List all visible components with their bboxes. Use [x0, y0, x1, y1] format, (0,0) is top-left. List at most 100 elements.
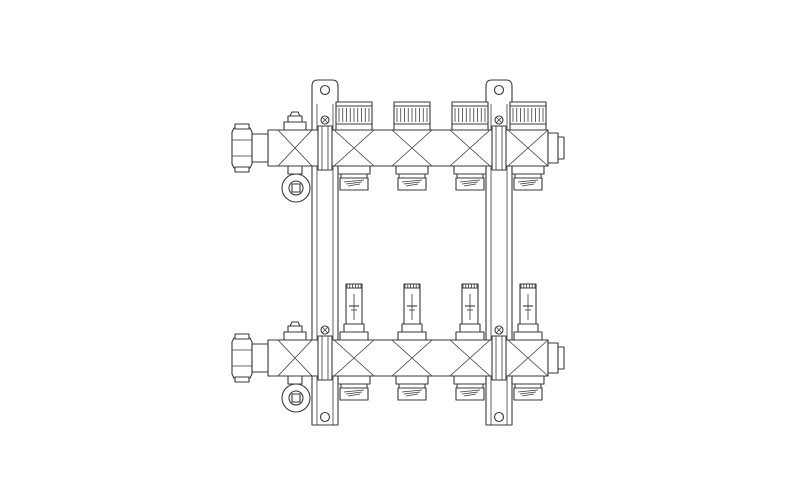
outlet-1 — [333, 101, 375, 191]
meter-collar — [459, 323, 481, 333]
thread-line — [403, 181, 421, 185]
bar-cross — [277, 129, 313, 167]
bracket-clamp — [491, 325, 507, 381]
connector-collar — [511, 375, 545, 385]
connector-collar — [453, 165, 487, 175]
nut-neck — [251, 133, 269, 163]
connector-collar — [453, 375, 487, 385]
connector-collar — [337, 165, 371, 175]
bar-cross — [277, 339, 313, 377]
drain-cap — [288, 180, 304, 196]
outlet-4 — [507, 283, 549, 401]
meter-top — [461, 283, 479, 289]
thread-line — [401, 179, 423, 183]
vent-cap — [287, 325, 303, 333]
valve-cap-top — [509, 101, 547, 107]
outlet-3 — [449, 283, 491, 401]
connector-thread — [513, 387, 543, 401]
air-vent-icon — [283, 111, 307, 131]
connector-thread — [513, 177, 543, 191]
valve-base — [451, 123, 489, 131]
union-nut-icon — [231, 123, 253, 173]
valve-cap-top — [451, 101, 489, 107]
thread-line — [463, 393, 477, 397]
outlet-cross — [449, 339, 491, 377]
connector-thread — [455, 387, 485, 401]
thread-line — [405, 393, 419, 397]
outlet-cross — [333, 129, 375, 167]
outlet-cross — [449, 129, 491, 167]
thread-line — [345, 181, 363, 185]
vent-top — [289, 111, 301, 117]
end-plug — [557, 346, 565, 370]
connector-collar — [395, 375, 429, 385]
hex-nut — [231, 127, 253, 169]
outlet-cross — [391, 129, 433, 167]
bracket-clamp — [317, 325, 333, 381]
meter-base — [397, 331, 427, 341]
drain-neck — [287, 375, 303, 385]
thread-line — [517, 389, 539, 393]
meter-base — [513, 331, 543, 341]
end-cap — [547, 342, 559, 374]
screw-slot — [495, 116, 503, 124]
thread-line — [519, 181, 537, 185]
connector-thread — [397, 387, 427, 401]
vent-base — [283, 331, 307, 341]
connector-collar — [337, 375, 371, 385]
clamp-ring — [491, 125, 507, 171]
connector-ring — [456, 383, 484, 389]
screw-slot — [321, 116, 329, 124]
outlet-2 — [391, 101, 433, 191]
vent-base — [283, 121, 307, 131]
thread-line — [463, 183, 477, 187]
thread-line — [345, 391, 363, 395]
thread-line — [521, 183, 535, 187]
nut-rim — [234, 166, 250, 173]
end-cap-icon — [547, 132, 565, 164]
hex-nut — [231, 337, 253, 379]
connector-thread — [339, 177, 369, 191]
clamp-ring — [491, 335, 507, 381]
thread-line — [347, 393, 361, 397]
drain-square — [291, 183, 301, 193]
nut-neck — [251, 343, 269, 373]
connector-ring — [456, 173, 484, 179]
thread-line — [519, 391, 537, 395]
outlet-3 — [449, 101, 491, 191]
connector-collar — [511, 165, 545, 175]
outlet-cross — [333, 339, 375, 377]
end-plug — [557, 136, 565, 160]
outlet-cross — [391, 339, 433, 377]
union-nut-icon — [231, 333, 253, 383]
connector-thread — [455, 177, 485, 191]
thread-line — [521, 393, 535, 397]
meter-top — [519, 283, 537, 289]
outlet-cross — [507, 339, 549, 377]
meter-collar — [517, 323, 539, 333]
screw-slot — [321, 326, 329, 334]
outlet-cross — [507, 129, 549, 167]
end-cap — [547, 132, 559, 164]
nut-rim — [234, 123, 250, 130]
thread-line — [401, 389, 423, 393]
meter-collar — [401, 323, 423, 333]
bracket-hole-icon — [493, 411, 505, 423]
bracket-clamp — [491, 115, 507, 171]
drain-valve-icon — [281, 165, 311, 203]
outlet-1 — [333, 283, 375, 401]
nut-rim — [234, 333, 250, 340]
bracket-clamp — [317, 115, 333, 171]
thread-line — [461, 391, 479, 395]
valve-base — [509, 123, 547, 131]
drain-valve-icon — [281, 375, 311, 413]
connector-ring — [514, 383, 542, 389]
connector-thread — [339, 387, 369, 401]
nut-rim — [234, 376, 250, 383]
thread-line — [343, 389, 365, 393]
meter-collar — [343, 323, 365, 333]
connector-ring — [514, 173, 542, 179]
valve-base — [393, 123, 431, 131]
screw-slot — [495, 326, 503, 334]
